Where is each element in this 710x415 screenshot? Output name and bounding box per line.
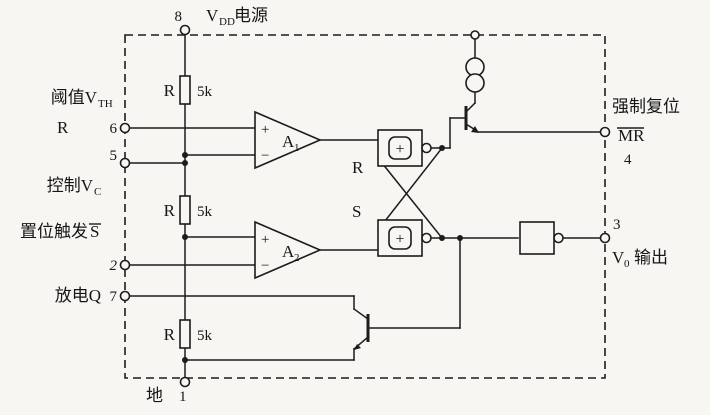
junction-dot xyxy=(182,152,188,158)
a2-label-sub: 2 xyxy=(294,252,300,264)
junction-dot xyxy=(182,357,188,363)
resistor-r1-body xyxy=(179,75,191,105)
output-label: V xyxy=(612,248,625,267)
a2-plus-sign: + xyxy=(261,232,269,248)
junction-dot xyxy=(439,145,445,151)
junction-dots xyxy=(182,145,463,363)
pin2-terminal xyxy=(119,259,131,271)
r2-value: 5k xyxy=(197,204,213,220)
pin5-terminal xyxy=(119,157,131,169)
pin6-terminal xyxy=(119,122,131,134)
pin7-number: 7 xyxy=(110,289,118,305)
ic-boundary xyxy=(124,34,606,379)
pin8-terminal xyxy=(179,24,191,36)
wires xyxy=(124,33,606,379)
latch-s-input-label: S xyxy=(352,202,361,221)
output-inverter-bubble xyxy=(553,232,564,244)
wire-q-collector xyxy=(352,307,370,321)
output-label-sub: 0 xyxy=(624,258,630,270)
pin2-number: 2 xyxy=(110,258,118,274)
pin5-number: 5 xyxy=(110,148,118,164)
nor-gate-r-bubble xyxy=(421,142,432,154)
r2-name: R xyxy=(164,201,176,220)
r3-value: 5k xyxy=(197,328,213,344)
pin4-terminal xyxy=(599,126,611,138)
junction-dot xyxy=(457,235,463,241)
comparator-a2-triangle xyxy=(254,220,323,280)
r3-name: R xyxy=(164,325,176,344)
junction-dot xyxy=(182,160,188,166)
vdd-rail-terminal xyxy=(470,30,480,40)
labels: 8 V DD 电源 阈值V TH R 6 5 控制V C 置位触发 S 2 放电… xyxy=(20,6,680,405)
a1-minus-sign: − xyxy=(261,148,269,164)
latch-r-input-label: R xyxy=(352,158,364,177)
a1-label-sub: 1 xyxy=(294,142,300,154)
discharge-label: 放电Q xyxy=(55,286,101,305)
rs-latch xyxy=(377,129,432,257)
a2-minus-sign: − xyxy=(261,258,269,274)
current-source-circle-bottom xyxy=(465,73,485,93)
a1-plus-sign: + xyxy=(261,122,269,138)
pin6-number: 6 xyxy=(110,121,118,137)
r1-name: R xyxy=(164,81,176,100)
pin7-terminal xyxy=(119,290,131,302)
output-label-cn: 输出 xyxy=(634,248,668,267)
pin8-number: 8 xyxy=(175,9,183,25)
reset-label: 强制复位 xyxy=(612,97,680,116)
resistor-r3-body xyxy=(179,319,191,349)
junction-dot xyxy=(439,235,445,241)
resistor-r2-body xyxy=(179,195,191,225)
mr-transistor-emitter-arrow xyxy=(471,126,479,133)
trigger-label: 置位触发 xyxy=(20,222,88,241)
resistor-bodies xyxy=(179,75,191,349)
threshold-label-sub: TH xyxy=(98,98,113,110)
pin-terminals xyxy=(119,24,611,388)
control-label-sub: C xyxy=(94,186,101,198)
pin1-terminal xyxy=(179,376,191,388)
nor-gate-s-bubble xyxy=(421,232,432,244)
threshold-r-label: R xyxy=(57,118,69,137)
discharge-transistor-emitter-arrow xyxy=(354,344,361,350)
trigger-s-label: S xyxy=(90,222,99,241)
output-inverter-box xyxy=(519,221,555,255)
nor-gate-r-symbol: + xyxy=(395,141,404,158)
pin1-number: 1 xyxy=(179,389,187,405)
ground-label: 地 xyxy=(146,386,163,405)
vdd-label-cn: 电源 xyxy=(234,6,268,25)
pin3-number: 3 xyxy=(613,217,621,233)
wire-cross-couple-1 xyxy=(376,146,444,232)
nor-gate-r-inner xyxy=(388,136,412,160)
nor-gate-s-symbol: + xyxy=(395,231,404,248)
pin4-number: 4 xyxy=(624,152,632,168)
wire-cross-couple-2 xyxy=(376,156,444,240)
a1-label: A xyxy=(282,132,295,151)
vdd-label-sub: DD xyxy=(219,16,235,28)
pin3-terminal xyxy=(599,232,611,244)
vdd-label: V xyxy=(206,6,219,25)
threshold-label: 阈值V xyxy=(51,88,98,107)
control-label: 控制V xyxy=(47,176,94,195)
comparator-a1-triangle xyxy=(254,110,323,170)
a2-label: A xyxy=(282,242,295,261)
r1-value: 5k xyxy=(197,84,213,100)
reset-mr-label: MR xyxy=(618,126,645,145)
junction-dot xyxy=(182,234,188,240)
nor-gate-s-inner xyxy=(388,226,412,250)
